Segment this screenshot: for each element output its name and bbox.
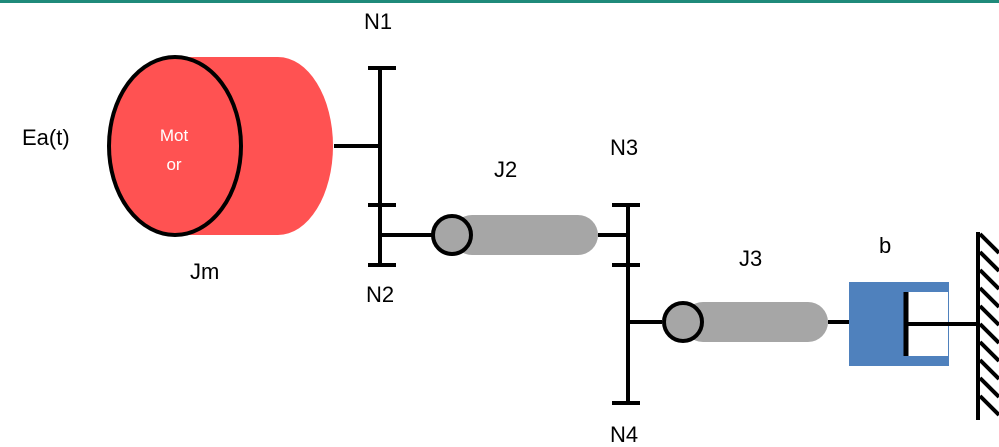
motor: Mot or — [107, 55, 333, 237]
gear-n1-label: N1 — [364, 9, 392, 34]
gear-n4 — [612, 265, 662, 405]
motor-label-line1: Mot — [160, 126, 189, 145]
inertia-j2-bearing — [431, 214, 473, 256]
inertia-j2 — [431, 214, 598, 256]
inertia-j3-cylinder — [683, 302, 828, 342]
inertia-j3 — [662, 301, 828, 343]
top-rule — [0, 0, 999, 3]
gear-n3-label: N3 — [610, 135, 638, 160]
motor-inertia-label: Jm — [190, 259, 219, 284]
gear-n4-label: N4 — [610, 422, 638, 447]
motor-face — [107, 55, 243, 237]
inertia-j3-label: J3 — [739, 246, 762, 271]
gear-n1 — [368, 66, 396, 207]
inertia-j3-bearing — [662, 301, 704, 343]
inertia-j2-cylinder — [452, 215, 598, 255]
damper — [849, 282, 978, 366]
gear-n2 — [368, 205, 432, 267]
input-voltage-label: Ea(t) — [22, 125, 70, 150]
fixed-wall — [976, 232, 999, 420]
wall-hatching — [978, 232, 999, 417]
gear-n2-label: N2 — [366, 282, 394, 307]
damper-label: b — [879, 233, 891, 258]
inertia-j2-label: J2 — [494, 157, 517, 182]
motor-label-line2: or — [166, 155, 181, 174]
